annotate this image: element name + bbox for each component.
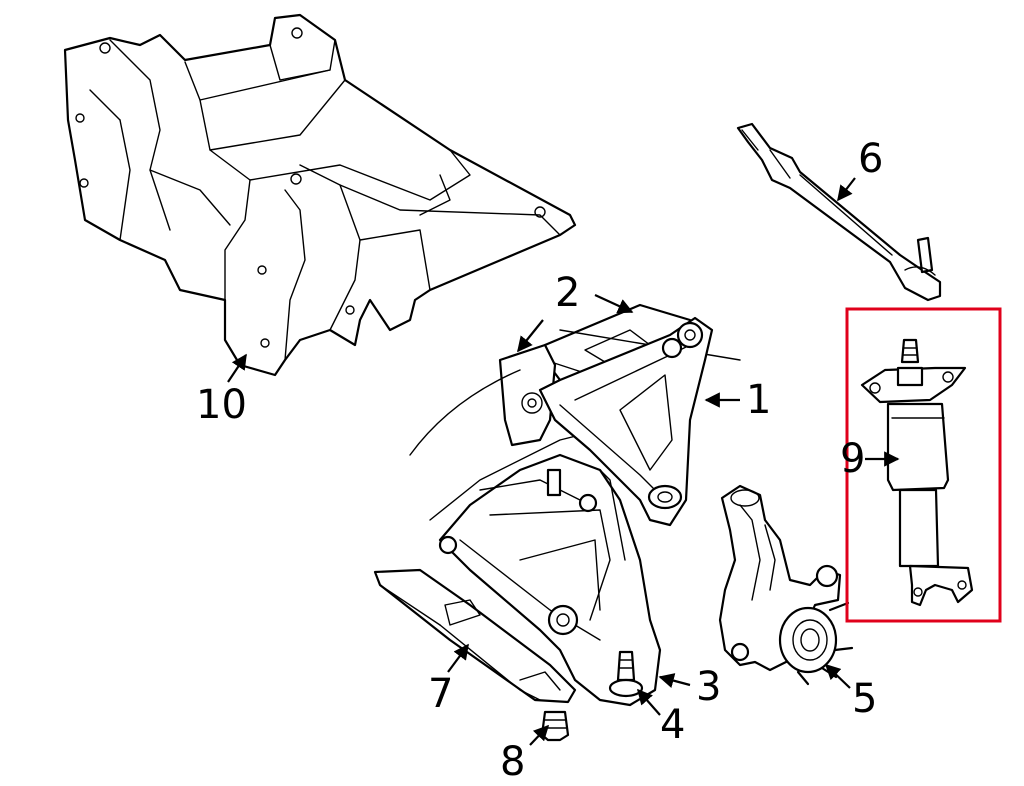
callout-2: 2 — [555, 270, 580, 316]
callout-5: 5 — [852, 676, 877, 722]
ball-joint-part[interactable] — [608, 650, 644, 698]
callout-arrows — [227, 177, 900, 746]
callout-9: 9 — [840, 436, 865, 482]
callout-4: 4 — [660, 702, 685, 748]
callout-7: 7 — [428, 671, 453, 717]
shock-absorber-part[interactable] — [860, 338, 974, 607]
highlight-box — [845, 307, 1002, 623]
knuckle-hub-part[interactable] — [718, 484, 854, 686]
callout-8: 8 — [500, 739, 525, 785]
callout-10: 10 — [196, 382, 247, 428]
callout-6: 6 — [858, 136, 883, 182]
crossmember-part[interactable] — [63, 13, 577, 377]
callout-3: 3 — [696, 664, 721, 710]
lower-control-arm-part[interactable] — [438, 453, 662, 707]
tie-rod-part[interactable] — [736, 122, 942, 302]
callout-1: 1 — [746, 377, 771, 423]
upper-control-arm-part[interactable] — [538, 316, 714, 527]
bushing-part[interactable] — [540, 710, 570, 742]
